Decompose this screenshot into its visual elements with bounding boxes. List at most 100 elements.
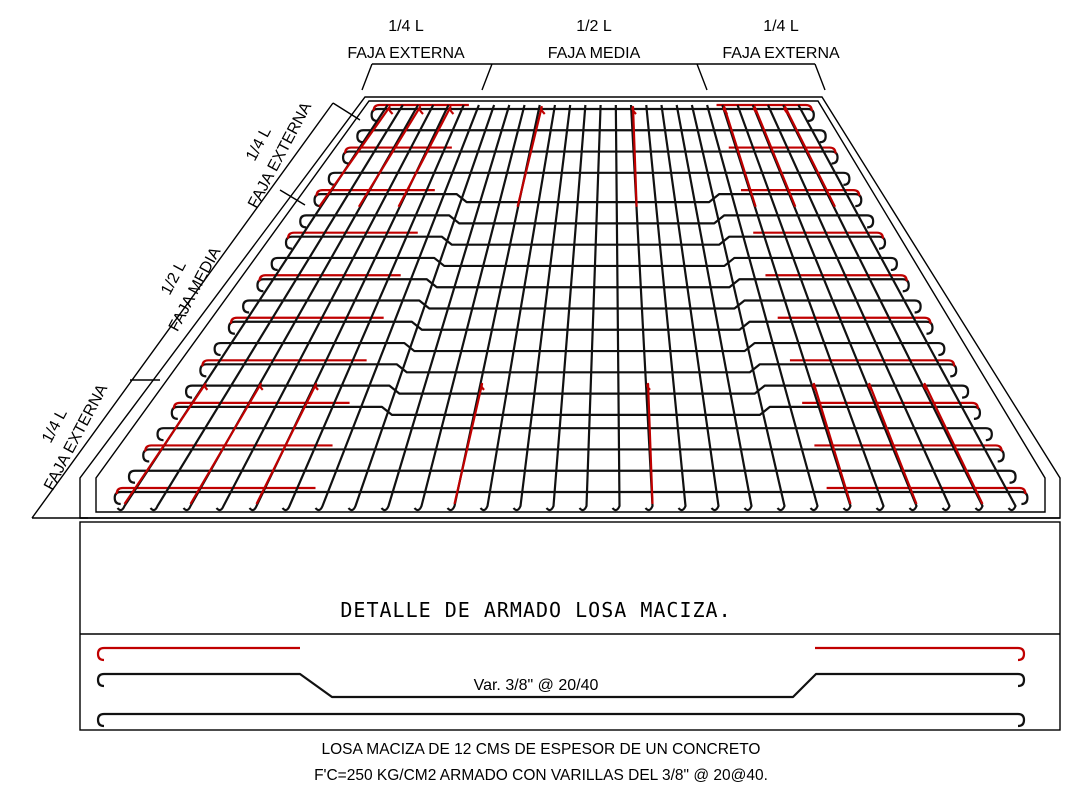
horizontal-rebar bbox=[284, 235, 887, 250]
longitudinal-rebar bbox=[314, 104, 480, 512]
top-right-strip-name: FAJA EXTERNA bbox=[722, 45, 840, 62]
top-rebar-horizontal bbox=[716, 103, 813, 112]
horizontal-rebar bbox=[142, 448, 1005, 463]
horizontal-rebar bbox=[299, 214, 875, 229]
longitudinal-rebar bbox=[248, 104, 450, 512]
top-rebar-horizontal bbox=[728, 146, 837, 154]
horizontal-rebar bbox=[227, 320, 934, 335]
longitudinal-rebar bbox=[116, 104, 389, 512]
horizontal-rebar bbox=[270, 256, 898, 272]
top-rebar-horizontal bbox=[765, 274, 908, 282]
top-center-fraction: 1/2 L bbox=[576, 18, 612, 35]
horizontal-rebar bbox=[242, 299, 922, 314]
top-rebar-longitudinal bbox=[397, 105, 455, 208]
side-dimension-line bbox=[31, 102, 361, 519]
top-rebar-longitudinal bbox=[357, 105, 424, 208]
top-rebar-longitudinal bbox=[453, 382, 485, 505]
top-rebar-horizontal bbox=[201, 359, 367, 367]
top-rebar-left bbox=[96, 646, 300, 662]
horizontal-rebar bbox=[184, 384, 970, 399]
horizontal-rebar bbox=[313, 193, 863, 208]
top-rebar-horizontal bbox=[343, 146, 452, 154]
horizontal-rebar bbox=[170, 405, 982, 420]
top-rebar-longitudinal bbox=[812, 382, 852, 505]
longitudinal-rebar bbox=[545, 104, 587, 512]
top-rebar-right bbox=[815, 646, 1026, 662]
section-frame bbox=[79, 521, 1061, 731]
top-rebar-horizontal bbox=[172, 401, 350, 409]
top-rebar-longitudinal bbox=[631, 105, 638, 207]
top-rebar-horizontal bbox=[826, 486, 1027, 495]
bent-main-rebar bbox=[96, 672, 1026, 699]
horizontal-rebar bbox=[256, 278, 910, 293]
slab-outline bbox=[79, 96, 1061, 519]
longitudinal-rebar bbox=[721, 104, 852, 512]
top-rebar-horizontal bbox=[789, 359, 956, 367]
top-rebar-horizontal bbox=[315, 189, 435, 197]
longitudinal-rebar bbox=[645, 104, 687, 512]
top-rebar-longitudinal bbox=[783, 105, 836, 208]
longitudinal-rebar bbox=[479, 104, 557, 512]
top-left-strip-name: FAJA EXTERNA bbox=[347, 45, 465, 62]
longitudinal-rebar bbox=[660, 104, 720, 512]
top-rebar-horizontal bbox=[286, 231, 418, 239]
horizontal-rebar bbox=[341, 150, 839, 165]
top-left-fraction: 1/4 L bbox=[388, 18, 424, 35]
longitudinal-rebar bbox=[736, 104, 885, 512]
top-rebar-longitudinal bbox=[318, 105, 394, 208]
top-strip-labels: 1/4 L FAJA EXTERNA 1/2 L FAJA MEDIA 1/4 … bbox=[347, 18, 840, 91]
drawing-title: DETALLE DE ARMADO LOSA MACIZA. bbox=[340, 598, 731, 622]
horizontal-rebar bbox=[356, 129, 827, 144]
top-dimension-line bbox=[361, 63, 826, 91]
longitudinal-rebar bbox=[182, 104, 419, 512]
bottom-rebar bbox=[96, 712, 1026, 728]
horizontal-rebar bbox=[213, 341, 946, 357]
top-rebar-horizontal bbox=[144, 444, 333, 452]
note-line-1: LOSA MACIZA DE 12 CMS DE ESPESOR DE UN C… bbox=[322, 741, 761, 758]
longitudinal-rebar bbox=[578, 104, 602, 512]
horizontal-rebar bbox=[327, 171, 851, 186]
horizontal-rebar bbox=[127, 469, 1017, 484]
top-rebar-horizontal bbox=[740, 189, 861, 197]
longitudinal-rebar bbox=[347, 104, 496, 512]
top-rebar-longitudinal bbox=[189, 382, 264, 505]
section-detail: DETALLE DE ARMADO LOSA MACIZA. Var. 3/8"… bbox=[79, 521, 1061, 731]
longitudinal-rebar bbox=[706, 104, 819, 512]
longitudinal-rebar bbox=[281, 104, 465, 512]
top-rebar-horizontal bbox=[372, 103, 469, 112]
top-rebar-horizontal bbox=[777, 316, 932, 324]
horizontal-rebar bbox=[370, 107, 815, 123]
top-rebar-horizontal bbox=[115, 486, 316, 495]
top-rebar-longitudinal bbox=[753, 105, 797, 208]
longitudinal-rebar bbox=[766, 104, 951, 512]
rebar-mesh bbox=[113, 103, 1029, 512]
longitudinal-rebar bbox=[149, 104, 404, 512]
longitudinal-rebar bbox=[446, 104, 541, 512]
horizontal-rebar bbox=[156, 427, 993, 442]
longitudinal-rebar bbox=[413, 104, 526, 512]
top-rebar-horizontal bbox=[229, 316, 384, 324]
top-rebar-longitudinal bbox=[516, 105, 546, 208]
longitudinal-rebar bbox=[782, 104, 984, 512]
horizontal-rebar bbox=[199, 363, 958, 378]
top-rebar-horizontal bbox=[753, 231, 885, 239]
top-rebar-longitudinal bbox=[867, 382, 918, 505]
longitudinal-rebar bbox=[690, 104, 786, 512]
top-rebar-horizontal bbox=[258, 274, 401, 282]
longitudinal-rebar bbox=[751, 104, 918, 512]
note-line-2: F'C=250 KG/CM2 ARMADO CON VARILLAS DEL 3… bbox=[314, 767, 768, 784]
top-rebar-horizontal bbox=[802, 401, 980, 409]
top-rebar-longitudinal bbox=[255, 382, 319, 505]
top-center-strip-name: FAJA MEDIA bbox=[548, 45, 641, 62]
top-rebar-longitudinal bbox=[646, 382, 654, 505]
longitudinal-rebar bbox=[797, 104, 1017, 512]
top-rebar-longitudinal bbox=[123, 382, 209, 505]
top-right-fraction: 1/4 L bbox=[763, 18, 799, 35]
top-rebar-longitudinal bbox=[722, 105, 757, 208]
horizontal-rebar bbox=[113, 490, 1029, 506]
longitudinal-rebar bbox=[629, 104, 654, 512]
longitudinal-rebar bbox=[675, 104, 753, 512]
longitudinal-rebar bbox=[512, 104, 572, 512]
section-rebar-label: Var. 3/8" @ 20/40 bbox=[474, 677, 599, 694]
